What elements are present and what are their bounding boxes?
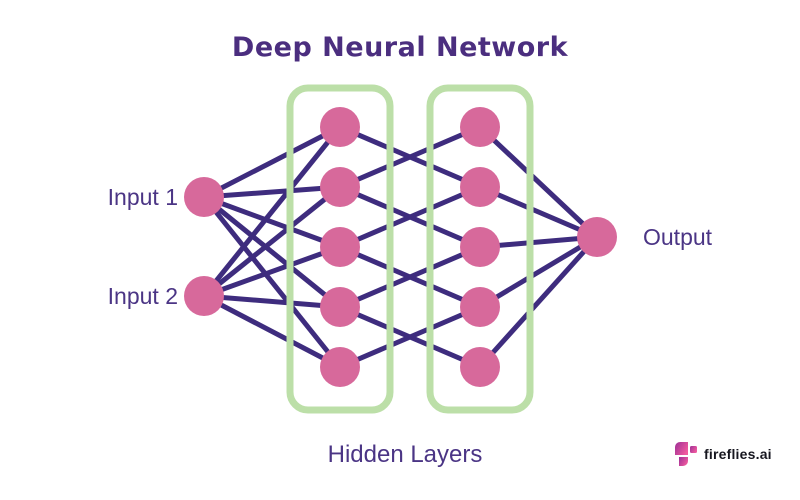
connection-hidden-1-3-hidden-2-2 — [339, 184, 481, 250]
output-node-1 — [577, 217, 617, 257]
connection-input-2-hidden-1-1 — [202, 125, 342, 298]
connection-input-2-hidden-1-3 — [203, 244, 341, 299]
fireflies-logo-icon — [675, 442, 697, 466]
hidden-1-node-1 — [320, 107, 360, 147]
input-node-1 — [184, 177, 224, 217]
fireflies-logo: fireflies.ai — [675, 442, 772, 466]
hidden-2-node-4 — [460, 287, 500, 327]
hidden-layer-box-2 — [426, 84, 534, 414]
hidden-layer-box-1 — [286, 84, 394, 414]
hidden-2-node-2 — [460, 167, 500, 207]
connection-hidden-2-1-output-1 — [478, 125, 599, 239]
connection-input-2-hidden-1-5 — [202, 293, 342, 370]
connection-hidden-1-5-hidden-2-4 — [339, 304, 481, 370]
connection-input-1-hidden-1-3 — [203, 194, 341, 250]
hidden-1-node-5 — [320, 347, 360, 387]
hidden-1-node-2 — [320, 167, 360, 207]
hidden-layers-caption: Hidden Layers — [327, 441, 483, 468]
connection-input-1-hidden-1-4 — [202, 195, 342, 309]
hidden-2-node-5 — [460, 347, 500, 387]
fireflies-brand-text: fireflies.ai — [704, 446, 772, 462]
connection-input-2-hidden-1-2 — [202, 185, 342, 298]
connection-hidden-1-2-hidden-2-1 — [339, 124, 481, 190]
connection-hidden-2-5-output-1 — [478, 235, 599, 369]
connection-input-1-hidden-1-2 — [203, 184, 341, 200]
hidden-2-node-1 — [460, 107, 500, 147]
hidden-1-node-3 — [320, 227, 360, 267]
input2-label: Input 2 — [107, 283, 178, 309]
connection-input-2-hidden-1-4 — [203, 293, 341, 310]
diagram-title: Deep Neural Network — [231, 32, 569, 63]
hidden-2-node-3 — [460, 227, 500, 267]
connection-input-1-hidden-1-5 — [202, 195, 342, 369]
connection-hidden-2-4-output-1 — [478, 234, 599, 310]
output-label: Output — [643, 224, 713, 250]
connection-hidden-1-4-hidden-2-3 — [339, 244, 481, 310]
connection-input-1-hidden-1-1 — [202, 124, 342, 200]
input1-label: Input 1 — [107, 184, 178, 210]
hidden-1-node-4 — [320, 287, 360, 327]
connection-hidden-2-2-output-1 — [479, 184, 598, 240]
input-node-2 — [184, 276, 224, 316]
